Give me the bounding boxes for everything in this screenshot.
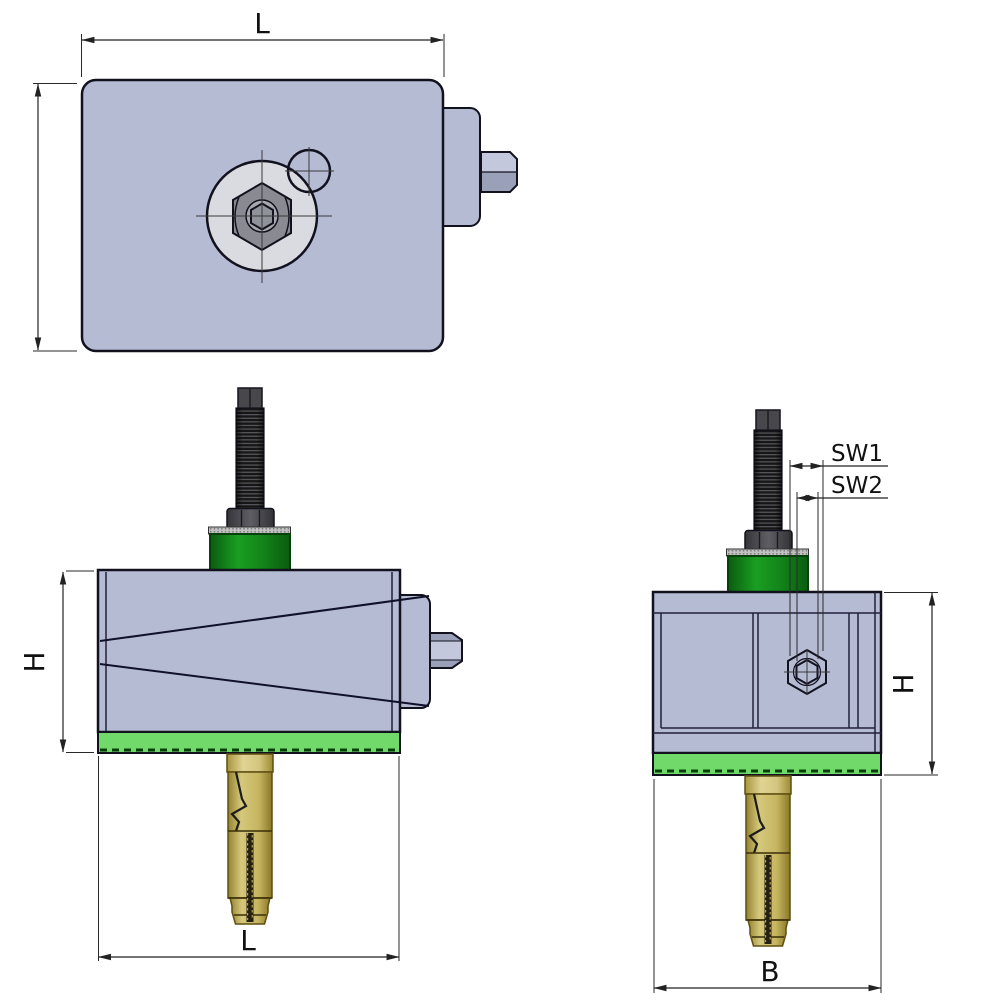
base-plate-front <box>97 731 401 754</box>
wedge-line-upper <box>99 595 430 642</box>
anchor-sleeve-side <box>743 774 793 948</box>
dim-sw2: SW2 <box>796 473 888 661</box>
dim-top-length: L <box>81 7 445 77</box>
dim-label-B: B <box>760 955 779 988</box>
front-view: H L <box>18 387 463 961</box>
hex-shaft-top <box>480 151 518 193</box>
wedge-line-lower <box>99 663 430 707</box>
side-port-top <box>439 107 481 227</box>
base-plate-side <box>652 752 882 776</box>
dim-side-height: H <box>884 592 938 776</box>
dim-label-H-side: H <box>887 673 920 694</box>
dim-label-L-bottom: L <box>240 924 256 957</box>
threaded-rod-front <box>207 387 292 572</box>
side-view: SW1 SW2 H B <box>651 409 938 993</box>
anchor-sleeve-front <box>225 752 275 926</box>
dim-label-SW2: SW2 <box>831 473 883 499</box>
dim-label-L-top: L <box>254 7 270 40</box>
dim-front-length: L <box>97 756 400 961</box>
housing-side <box>651 590 883 755</box>
dim-sw1: SW1 <box>789 441 888 656</box>
hex-shaft-front <box>429 632 463 669</box>
top-view: L <box>33 7 518 353</box>
dim-side-width: B <box>653 779 882 993</box>
dim-label-SW1: SW1 <box>831 441 883 467</box>
threaded-rod-side <box>725 409 810 594</box>
side-port-front <box>395 594 431 709</box>
dim-top-depth <box>33 83 77 352</box>
dim-label-H-front: H <box>18 651 51 672</box>
dim-front-height: H <box>18 570 94 753</box>
housing-front <box>96 568 402 734</box>
